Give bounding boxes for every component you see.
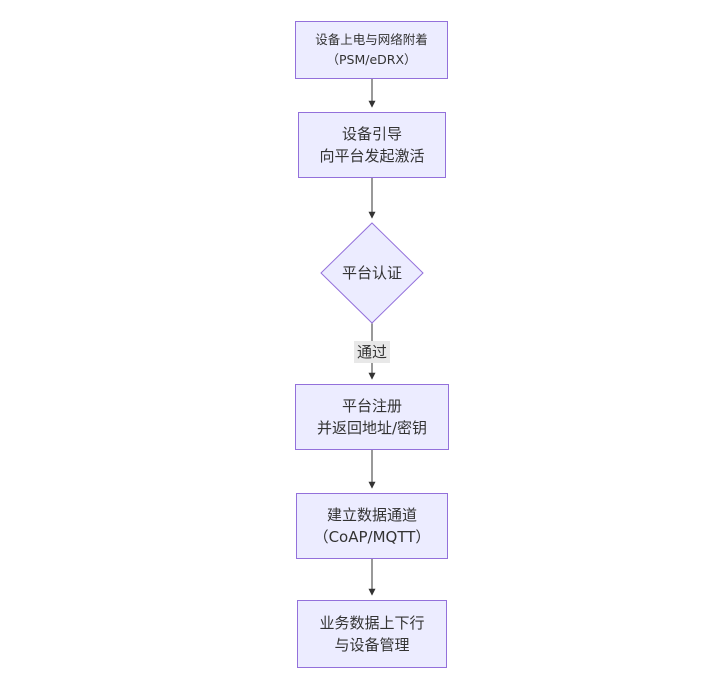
node-platform-auth-decision: 平台认证 [322,262,422,284]
node-label-line: （PSM/eDRX） [326,52,417,67]
node-device-bootstrap: 设备引导 向平台发起激活 [298,112,446,178]
node-label-line: 与设备管理 [334,636,410,654]
decision-diamond-shape [320,222,424,324]
node-label-line: 设备上电与网络附着 [315,32,428,47]
node-label-line: 建立数据通道 [326,506,417,524]
node-data-channel: 建立数据通道 （CoAP/MQTT） [296,493,448,559]
node-business-data-management: 业务数据上下行 与设备管理 [297,600,447,668]
node-label-line: 平台注册 [341,397,402,415]
node-label-line: 并返回地址/密钥 [316,419,428,437]
node-power-network-attach: 设备上电与网络附着 （PSM/eDRX） [295,21,448,79]
node-label-line: 业务数据上下行 [319,614,425,632]
node-label-line: 向平台发起激活 [319,147,425,165]
node-platform-register: 平台注册 并返回地址/密钥 [295,384,449,450]
node-label-line: 平台认证 [341,264,402,282]
node-label-line: 设备引导 [341,125,402,143]
node-label-line: （CoAP/MQTT） [313,528,431,546]
edge-label-pass: 通过 [354,341,391,363]
